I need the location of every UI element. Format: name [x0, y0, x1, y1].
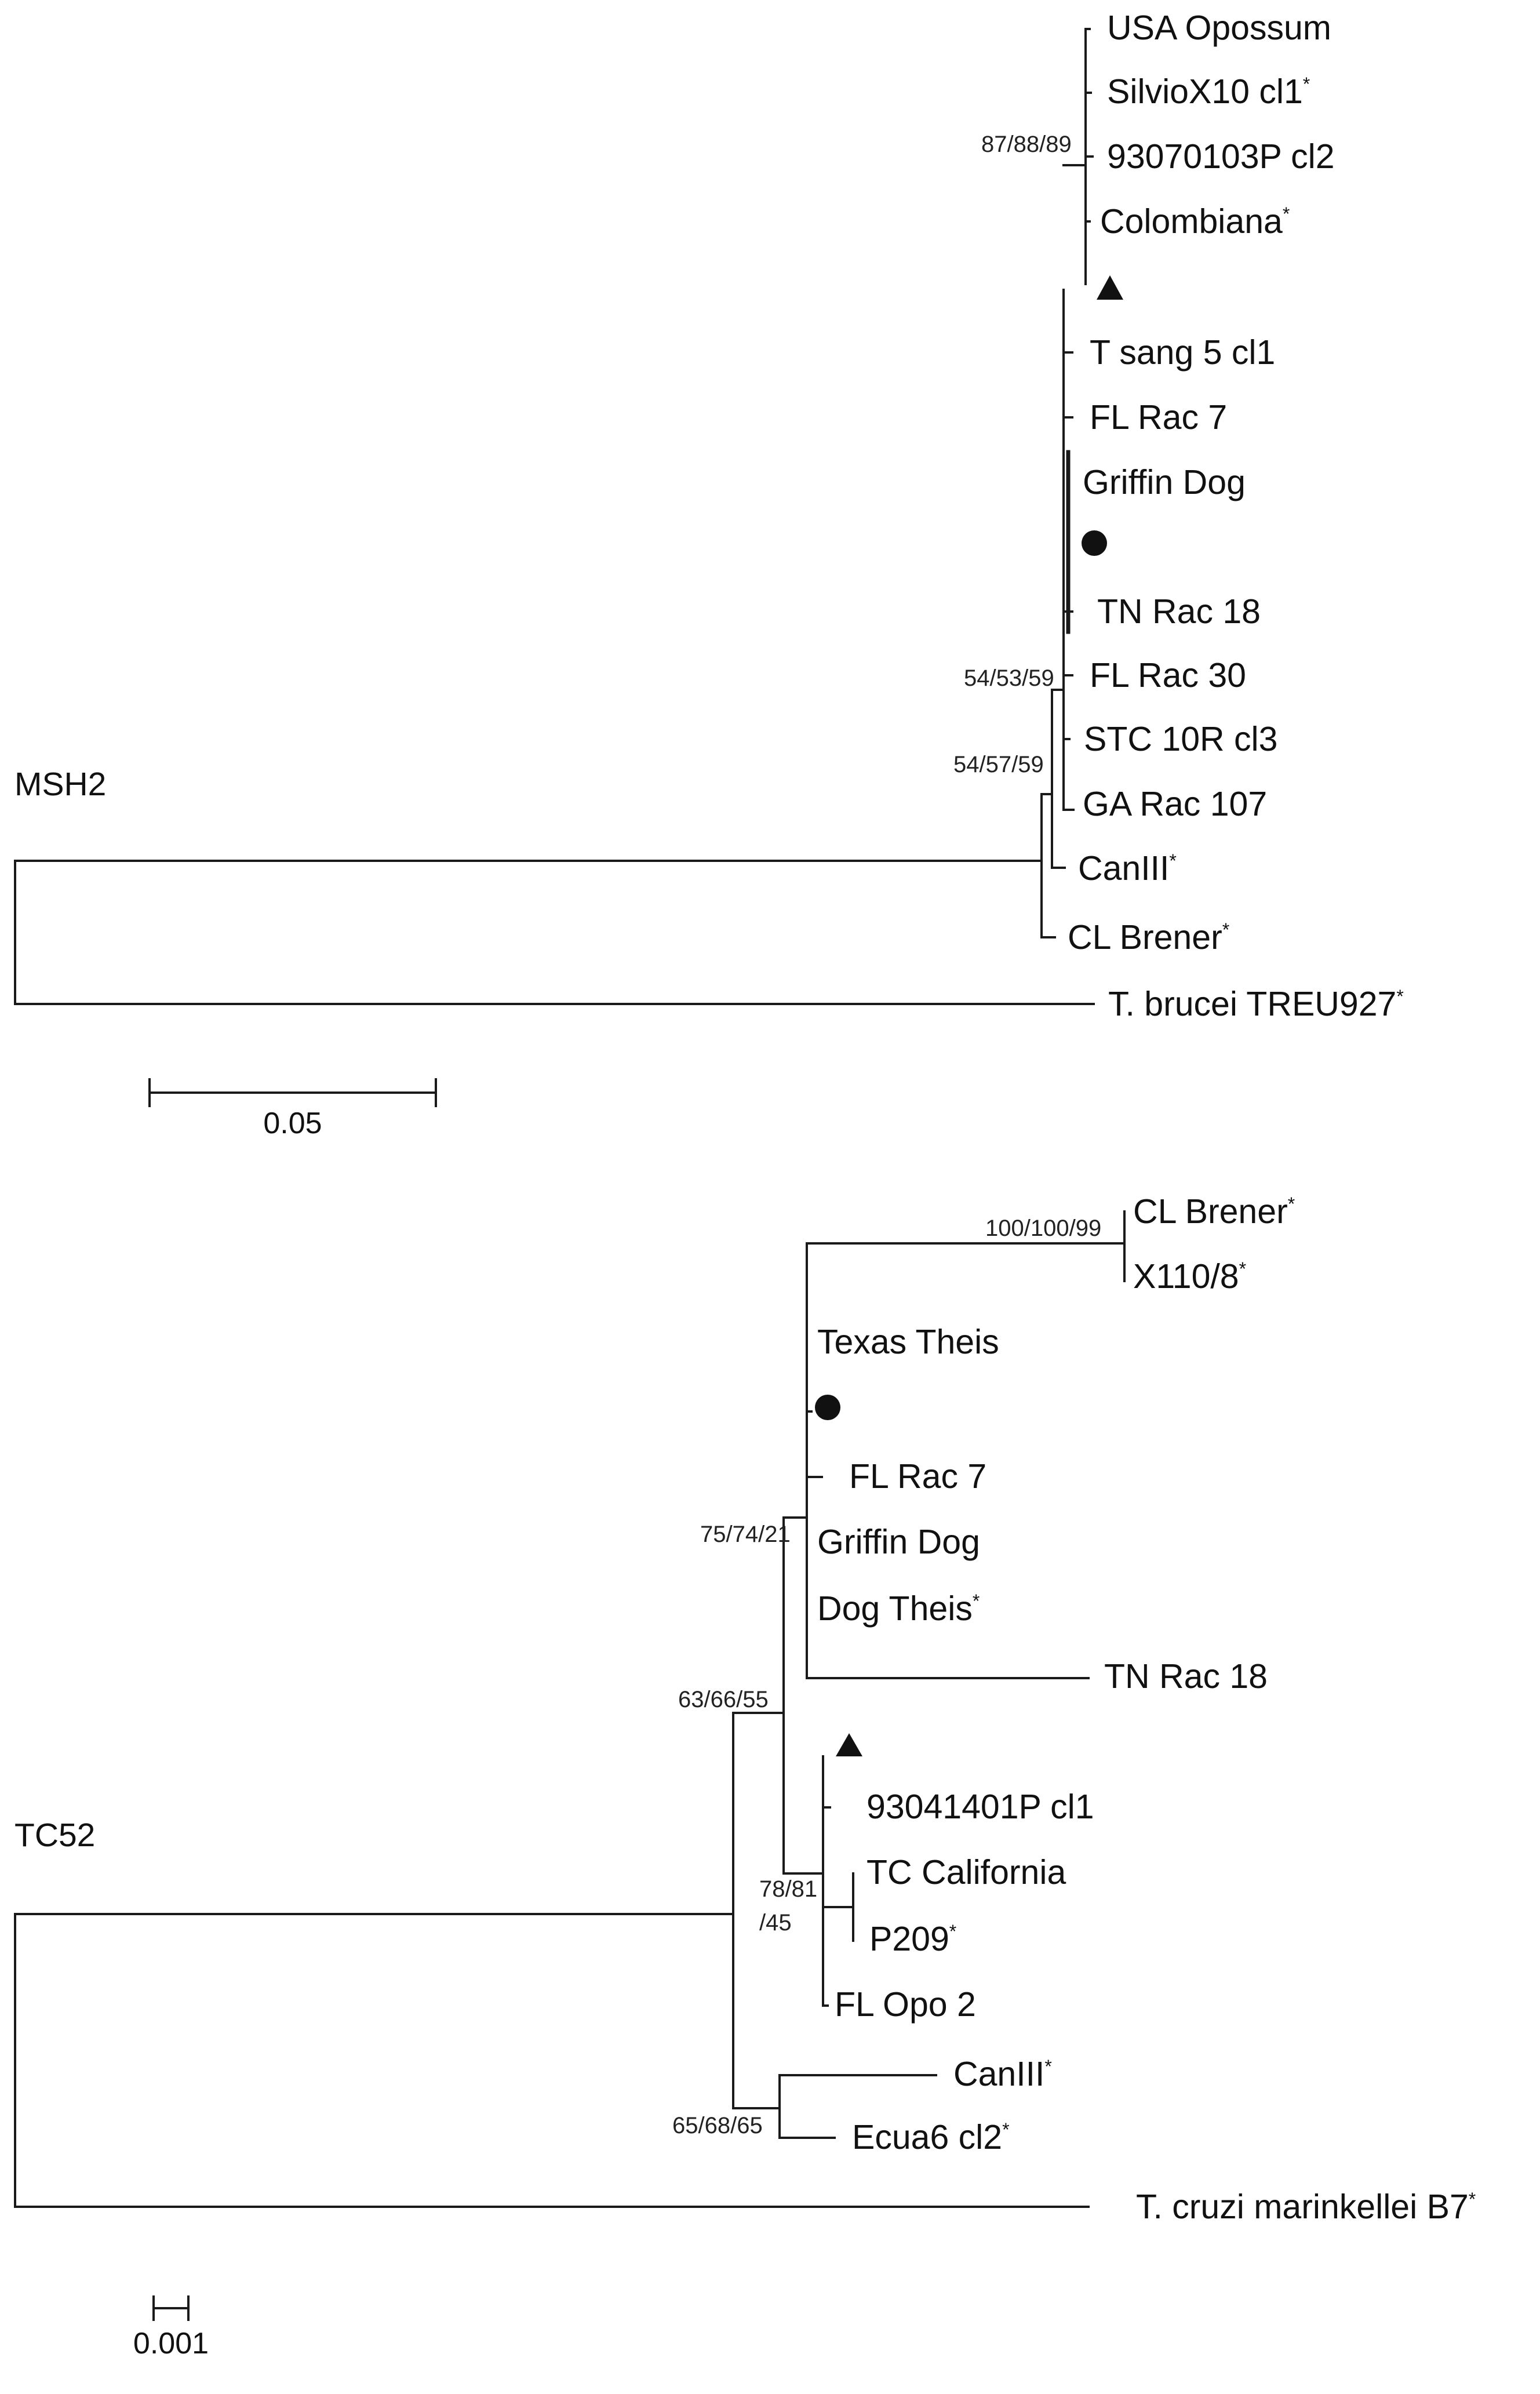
scale-line: [152, 2295, 190, 2321]
tc52-gene-label: TC52: [14, 1817, 95, 1854]
taxon-label: T. cruzi marinkellei B7*: [1136, 2188, 1476, 2226]
taxon-label: CanIII*: [953, 2055, 1052, 2093]
taxon-label: 93070103P cl2: [1107, 137, 1335, 176]
taxon-label: P209*: [869, 1920, 956, 1958]
bootstrap-label: 54/57/59: [953, 752, 1044, 777]
bootstrap-label: 100/100/99: [985, 1216, 1101, 1241]
bootstrap-label: 87/88/89: [981, 132, 1072, 157]
tc52-tree: TC52 CL Brener*: [14, 1192, 1476, 2360]
msh2-tree: MSH2 U: [14, 9, 1404, 1140]
taxon-label: TN Rac 18: [1104, 1657, 1268, 1696]
taxon-label: T. brucei TREU927*: [1108, 985, 1404, 1023]
bootstrap-label: 54/53/59: [964, 665, 1054, 691]
taxon-label: FL Rac 7: [849, 1457, 986, 1496]
taxon-label: Ecua6 cl2*: [852, 2118, 1010, 2156]
msh2-gene-label: MSH2: [14, 766, 106, 803]
tc52-bootstrap: 100/100/99 75/74/21 63/66/55 78/81 /45 6…: [672, 1216, 1101, 2138]
taxon-label: Dog Theis*: [817, 1589, 980, 1628]
taxon-label: 93041401P cl1: [867, 1788, 1094, 1826]
msh2-scale-bar: 0.05: [148, 1078, 437, 1140]
tc52-branches: [14, 1210, 1126, 2208]
taxon-label: FL Rac 30: [1090, 656, 1246, 694]
taxon-label: TN Rac 18: [1097, 592, 1261, 631]
taxon-label: T sang 5 cl1: [1090, 333, 1275, 372]
taxon-label: Griffin Dog: [1083, 463, 1246, 501]
bootstrap-label: 78/81: [759, 1876, 817, 1902]
taxon-label: SilvioX10 cl1*: [1107, 72, 1310, 111]
taxon-label: USA Opossum: [1107, 9, 1331, 47]
bootstrap-label: /45: [759, 1910, 792, 1935]
tc52-scale-bar: 0.001: [133, 2295, 209, 2360]
taxon-label: Griffin Dog: [817, 1523, 980, 1561]
circle-icon: [815, 1395, 840, 1420]
taxon-label: CL Brener*: [1068, 918, 1229, 956]
taxon-label: FL Opo 2: [835, 1985, 976, 2024]
taxon-label: CL Brener*: [1133, 1192, 1295, 1231]
triangle-icon: [836, 1733, 862, 1756]
taxon-label: CanIII*: [1078, 849, 1177, 887]
tc52-taxa: CL Brener* X110/8* Texas Theis FL Rac 7 …: [817, 1192, 1476, 2226]
triangle-icon: [1097, 275, 1123, 300]
msh2-taxa: USA Opossum SilvioX10 cl1* 93070103P cl2…: [1068, 9, 1404, 1023]
taxon-label: TC California: [867, 1853, 1066, 1891]
taxon-label: Texas Theis: [817, 1323, 999, 1361]
bootstrap-label: 75/74/21: [700, 1522, 791, 1547]
scale-label: 0.001: [133, 2327, 209, 2360]
scale-label: 0.05: [263, 1107, 322, 1140]
taxon-label: STC 10R cl3: [1084, 720, 1277, 758]
taxon-label: FL Rac 7: [1090, 398, 1227, 436]
taxon-label: Colombiana*: [1100, 202, 1290, 241]
msh2-bootstrap: 87/88/89 54/53/59 54/57/59: [953, 132, 1072, 777]
msh2-branches: [14, 28, 1095, 1005]
taxon-label: GA Rac 107: [1083, 785, 1267, 823]
taxon-label: X110/8*: [1133, 1257, 1246, 1296]
bootstrap-label: 65/68/65: [672, 2113, 763, 2138]
circle-icon: [1082, 530, 1107, 556]
bootstrap-label: 63/66/55: [678, 1687, 769, 1712]
scale-line: [148, 1078, 437, 1107]
